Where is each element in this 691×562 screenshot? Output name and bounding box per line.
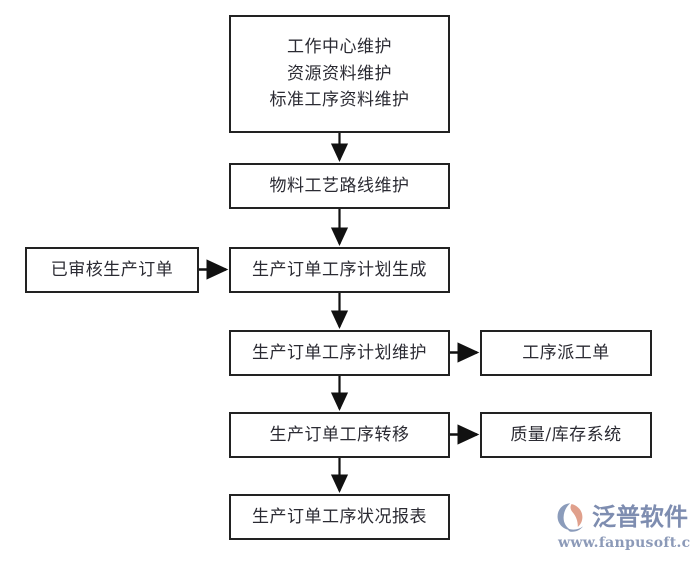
node-basic-data-line-3: 标准工序资料维护 (269, 90, 410, 111)
node-quality-stock-label: 质量/库存系统 (510, 424, 622, 445)
node-operation-status-report[interactable]: 生产订单工序状况报表 (229, 494, 450, 540)
node-dispatch-label: 工序派工单 (522, 342, 610, 363)
watermark-row: 泛普软件 (556, 500, 688, 534)
node-status-report-label: 生产订单工序状况报表 (252, 506, 427, 527)
node-routing-label: 物料工艺路线维护 (269, 175, 410, 196)
node-transfer-label: 生产订单工序转移 (269, 424, 410, 445)
watermark-url: www.fanpusoft.com (558, 535, 691, 551)
node-basic-data-line-1: 工作中心维护 (287, 37, 392, 58)
node-material-routing-maintenance[interactable]: 物料工艺路线维护 (229, 163, 450, 209)
node-operation-transfer[interactable]: 生产订单工序转移 (229, 412, 450, 458)
watermark: 泛普软件 www.fanpusoft.com (556, 500, 691, 556)
node-operation-plan-maintenance[interactable]: 生产订单工序计划维护 (229, 330, 450, 376)
watermark-brand: 泛普软件 (592, 503, 688, 531)
fanpu-swoosh-logo-icon (557, 503, 583, 532)
node-plan-maintain-label: 生产订单工序计划维护 (252, 342, 427, 363)
node-plan-generate-label: 生产订单工序计划生成 (252, 259, 427, 280)
node-basic-data-maintenance[interactable]: 工作中心维护 资源资料维护 标准工序资料维护 (229, 15, 450, 133)
node-operation-dispatch-order[interactable]: 工序派工单 (480, 330, 652, 376)
node-operation-plan-generation[interactable]: 生产订单工序计划生成 (229, 247, 450, 293)
node-approved-order-label: 已审核生产订单 (50, 259, 174, 280)
node-quality-inventory-system[interactable]: 质量/库存系统 (480, 412, 652, 458)
node-approved-production-order[interactable]: 已审核生产订单 (25, 247, 199, 293)
node-basic-data-line-2: 资源资料维护 (287, 63, 392, 84)
